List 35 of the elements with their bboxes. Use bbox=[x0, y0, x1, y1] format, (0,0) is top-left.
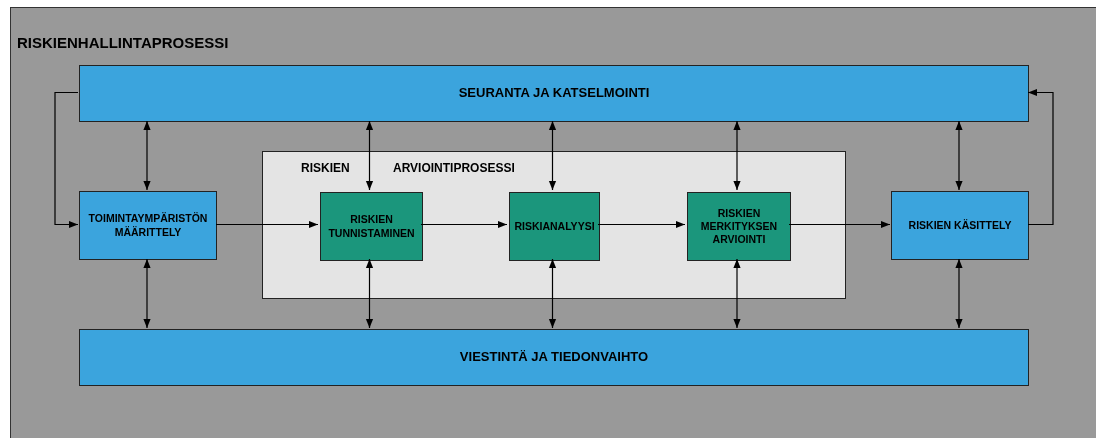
arrow bbox=[365, 120, 374, 191]
panel-heading: RISKIEN bbox=[301, 160, 350, 177]
box-label: RISKIEN KÄSITTELY bbox=[907, 218, 1013, 233]
subprocess-panel bbox=[262, 151, 846, 299]
box-label: RISKIEN TUNNISTAMINEN bbox=[327, 213, 416, 240]
box-label: VIESTINTÄ JA TIEDONVAIHTO bbox=[458, 349, 650, 366]
arrow bbox=[365, 258, 374, 329]
panel-heading: ARVIOINTIPROSESSI bbox=[393, 160, 515, 177]
step-box bbox=[509, 192, 600, 261]
arrow bbox=[955, 258, 963, 329]
box-label: TOIMINTAYMPÄRISTÖN MÄÄRITTELY bbox=[87, 212, 209, 239]
box-label: RISKIANALYYSI bbox=[513, 219, 596, 234]
arrow bbox=[143, 120, 151, 191]
step-box bbox=[320, 192, 423, 261]
arrow bbox=[1027, 88, 1054, 226]
process-bar bbox=[79, 329, 1029, 386]
box-label: SEURANTA JA KATSELMOINTI bbox=[457, 85, 651, 102]
arrow bbox=[215, 220, 319, 229]
arrow bbox=[548, 258, 557, 329]
diagram-heading: RISKIENHALLINTAPROSESSI bbox=[17, 33, 229, 53]
arrow bbox=[143, 258, 151, 329]
process-panel bbox=[10, 7, 1096, 438]
process-box bbox=[79, 191, 217, 260]
arrow bbox=[733, 120, 741, 191]
process-bar bbox=[79, 65, 1029, 122]
step-box bbox=[687, 192, 791, 261]
arrow bbox=[733, 258, 741, 329]
process-box bbox=[891, 191, 1029, 260]
arrow bbox=[955, 120, 963, 191]
arrow bbox=[548, 120, 557, 191]
arrow bbox=[54, 91, 79, 229]
arrow bbox=[788, 220, 891, 229]
arrow bbox=[420, 220, 508, 229]
box-label: RISKIEN MERKITYKSEN ARVIOINTI bbox=[699, 206, 779, 247]
arrow bbox=[597, 220, 686, 229]
